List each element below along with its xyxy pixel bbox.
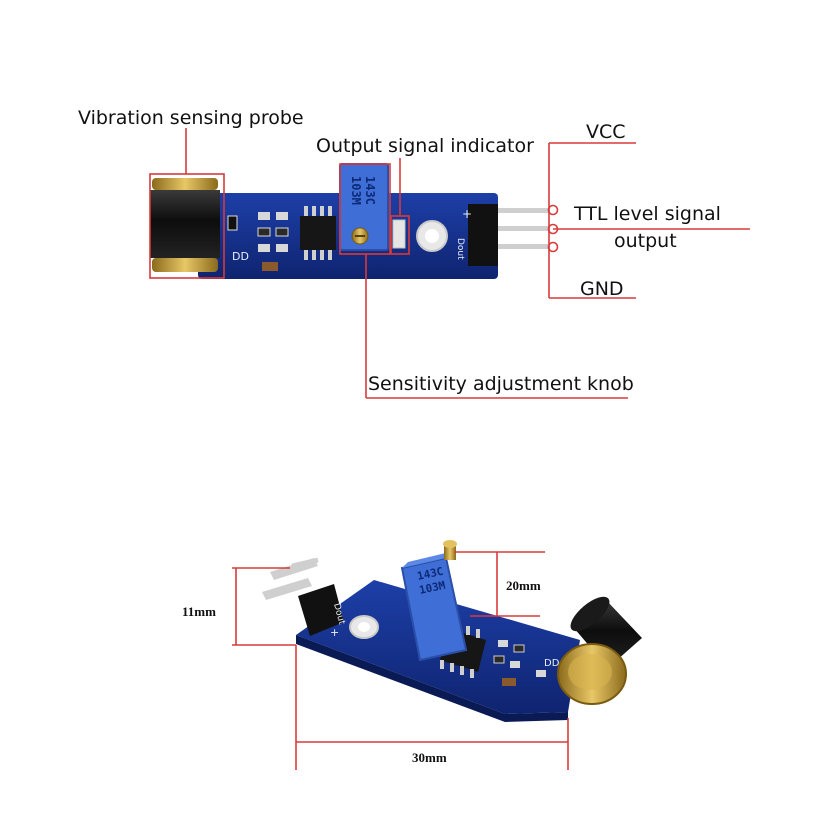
dim-20mm: 20mm [506,578,541,593]
top-potentiometer: 143C 103M [339,163,389,251]
top-silk-dd: DD [232,250,249,263]
bottom-module: DD Dout + 143C 103M [182,540,642,770]
bottom-potentiometer: 143C 103M [400,540,468,662]
top-callout-lines [149,128,750,399]
bottom-smd-components [493,640,546,686]
label-gnd: GND [580,278,624,300]
bottom-vibration-probe [557,596,642,705]
label-ttl-line1: TTL level signal [573,203,721,225]
dimension-lines [232,551,569,770]
label-sensitivity-knob: Sensitivity adjustment knob [368,373,634,395]
top-silk-plus: + [462,207,472,221]
top-silk-dout: Dout [455,238,465,260]
dim-11mm: 11mm [182,604,216,619]
bottom-pot-code-1: 143C [416,565,445,583]
top-module: DD 143C 103M + Dout [78,107,750,399]
bottom-silk-plus: + [330,626,339,639]
label-ttl-line2: output [614,230,677,252]
bottom-pin-header: Dout + [262,557,346,639]
label-vibration-probe: Vibration sensing probe [78,107,304,129]
top-pot-code-2: 103M [349,176,363,205]
top-pin-header: + Dout [455,204,550,266]
bottom-silk-dd: DD [544,658,560,669]
top-led-indicator [392,219,406,249]
bottom-pot-code-2: 103M [418,579,447,597]
top-smd-components [227,212,289,271]
bottom-knob-screw-icon [443,540,457,548]
label-output-indicator: Output signal indicator [316,135,534,157]
top-ic-chip [300,206,336,260]
top-pot-code-1: 143C [363,176,377,205]
dim-30mm: 30mm [412,750,447,765]
label-vcc: VCC [586,121,626,143]
top-vibration-probe [150,178,220,272]
